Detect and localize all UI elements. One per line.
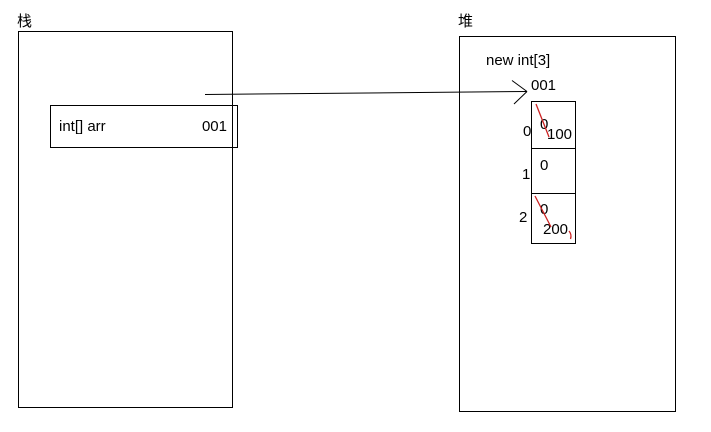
heap-region-label: 堆 — [458, 13, 474, 30]
heap-address-label: 001 — [531, 77, 557, 94]
stack-region-label: 栈 — [17, 13, 33, 30]
array-cell-0-new-value: 100 — [547, 126, 573, 143]
heap-allocation-label: new int[3] — [486, 52, 551, 69]
variable-box: int[] arr 001 — [50, 105, 238, 148]
array-cell-2-old-value: 0 — [540, 201, 549, 218]
array-index-0-label: 0 — [523, 123, 532, 140]
heap-array-box: 0 100 0 0 200 — [531, 101, 576, 244]
stack-box: int[] arr 001 — [18, 31, 238, 408]
array-cell-2-new-value: 200 — [543, 221, 569, 238]
array-index-1-label: 1 — [522, 166, 531, 183]
array-cell-1-value: 0 — [540, 157, 549, 174]
heap-box — [459, 36, 676, 412]
variable-value-label: 001 — [201, 118, 227, 135]
array-cell-divider — [532, 193, 575, 194]
array-index-2-label: 2 — [519, 209, 528, 226]
array-cell-divider — [532, 148, 575, 149]
variable-name-label: int[] arr — [59, 118, 106, 135]
